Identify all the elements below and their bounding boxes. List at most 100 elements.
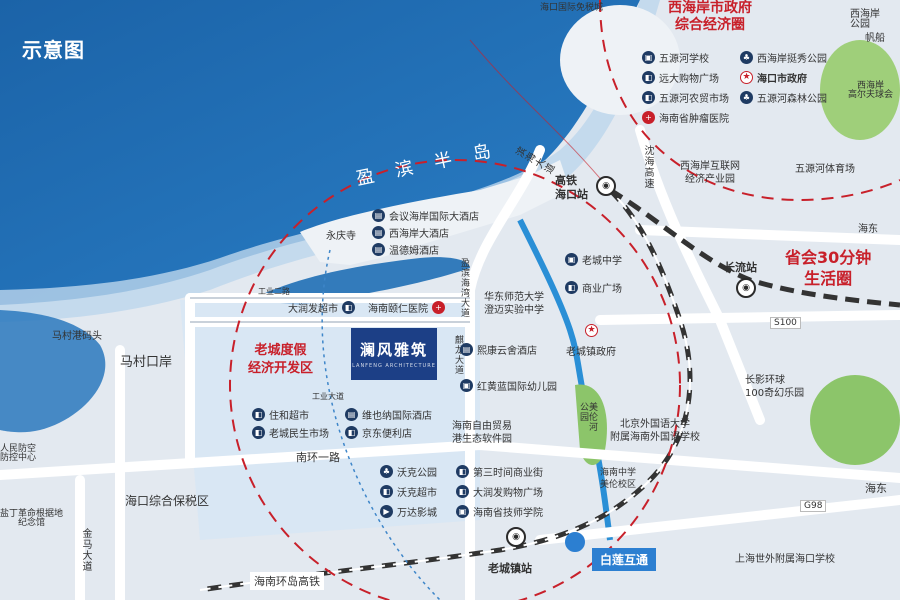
poi-wuyuan-forest[interactable]: ♣五源河森林公园 [740,90,827,105]
poi-peninsula-hotel-2[interactable]: ▤西海岸大酒店 [372,225,449,240]
park-icon: ♣ [380,465,393,478]
market-icon: ◧ [252,426,265,439]
poi-rybb-kindergarten[interactable]: ▣红黄蓝国际幼儿园 [460,378,557,393]
changliu-station-label: 长流站 [724,261,757,274]
shenhai-road-label: 沈海高速 [642,145,653,189]
poi-wuyuan-market[interactable]: ◧五源河农贸市场 [642,90,729,105]
laocheng-gov-label: 老城镇政府 [566,347,616,358]
macun-port-label: 马村口岸 [120,355,173,370]
shopping-icon: ◧ [565,281,578,294]
green-park-e [810,375,900,465]
map-title: 示意图 [22,38,85,62]
hotel-icon: ▤ [372,226,385,239]
poi-yuanda[interactable]: ◧远大购物广场 [642,70,719,85]
laocheng-station-label: 老城镇站 [488,562,532,575]
poi-woke-supermarket[interactable]: ◧沃克超市 [380,484,437,499]
macun-wharf-label: 马村港码头 [52,331,102,342]
laocheng-station-icon[interactable]: ◉ [506,527,526,547]
school-icon: ▣ [456,505,469,518]
project-marker[interactable]: 澜风雅筑 LANFENG ARCHITECTURE [351,328,437,380]
shopping-icon: ◧ [456,485,469,498]
haidong-top-label: 海东 [858,224,878,235]
poi-laocheng-middle[interactable]: ▣老城中学 [565,252,622,267]
xihai-gov-label: 西海岸市政府 综合经济圈 [668,0,752,33]
hotel-icon: ▤ [345,408,358,421]
hotel-icon: ▤ [372,209,385,222]
wuyuan-stadium-label: 五源河体育场 [795,164,855,175]
hk-hsr-station-icon[interactable]: ◉ [596,176,616,196]
civil-defense-label: 人民防空 防控中心 [0,444,37,463]
poi-ecnu-school[interactable]: 华东师范大学 澄迈实验中学 [484,292,544,316]
changliu-station-icon[interactable]: ◉ [736,278,756,298]
shopping-icon: ◧ [380,485,393,498]
gov-star-icon: ★ [585,324,598,337]
poi-laocheng-gov[interactable]: ★ [585,324,598,337]
shiwai-school-label: 上海世外附属海口学校 [735,554,835,565]
poi-jd-store[interactable]: ◧京东便利店 [345,425,412,440]
g98-label: G98 [800,500,827,512]
meilun-park-label: 美伦河 公园 [578,402,597,432]
shopping-icon: ◧ [342,301,355,314]
poi-wanda-cinema[interactable]: ▶万达影城 [380,504,437,519]
poi-haikou-gov[interactable]: ★海口市政府 [740,70,807,85]
gov-star-icon: ★ [740,71,753,84]
poi-xikang-hotel[interactable]: ▤熙康云舍酒店 [460,342,537,357]
bailian-interchange-label: 白莲互通 [592,548,657,571]
poi-peninsula-hotel-1[interactable]: ▤会议海岸国际大酒店 [372,208,479,223]
poi-zhuhe-market[interactable]: ◧住和超市 [252,407,309,422]
poi-xihai-park[interactable]: ♣西海岸挺秀公园 [740,50,827,65]
school-icon: ▣ [565,253,578,266]
poi-commercial-plaza[interactable]: ◧商业广场 [565,280,622,295]
poi-wuyuan-school[interactable]: ▣五源河学校 [642,50,709,65]
old-city-zone-label: 老城度假 经济开发区 [248,343,314,376]
river [517,218,613,541]
green-park-ne [820,40,900,140]
saltpond-label: 盐丁革命根据地 纪念馆 [0,509,64,528]
hk-hsr-station-label: 高铁 海口站 [555,174,588,202]
qilong-road-label: 麒龙大道 [453,335,463,375]
cinema-icon: ▶ [380,505,393,518]
bonded-zone-label: 海口综合保税区 [125,494,210,508]
fanbo-label: 帆船 [865,33,885,44]
poi-tumor-hospital[interactable]: +海南省肿瘤医院 [642,110,729,125]
life-circle-label: 省会30分钟 生活圈 [785,248,872,288]
yongqing-label: 永庆寺 [326,231,356,242]
poi-yiren-hospital[interactable]: 海南颐仁医院+ [368,300,445,315]
project-subtitle: LANFENG ARCHITECTURE [352,363,436,369]
poi-third-time-street[interactable]: ◧第三时间商业街 [456,464,543,479]
changying-label: 长影环球 100奇幻乐园 [745,375,805,399]
park-icon: ♣ [740,51,753,64]
hsr-label: 海南环岛高铁 [250,572,324,590]
shopping-icon: ◧ [456,465,469,478]
shopping-icon: ◧ [345,426,358,439]
nanhuan-road-label: 南环一路 [296,451,340,464]
poi-rt-mall[interactable]: ◧大润发购物广场 [456,484,543,499]
poi-peninsula-hotel-3[interactable]: ▤温德姆酒店 [372,242,439,257]
duty-free-label: 海口国际免税城 [540,3,604,13]
bfsu-school-label: 北京外国语大学 附属海南外国语学校 [610,419,700,443]
poi-technician-college[interactable]: ▣海南省技师学院 [456,504,543,519]
park-icon: ♣ [740,91,753,104]
sea-area [0,0,640,305]
poi-woke-park[interactable]: ♣沃克公园 [380,464,437,479]
xihai-internet-label: 西海岸互联网 经济产业园 [680,161,740,185]
hospital-icon: + [642,111,655,124]
haidong-bottom-label: 海东 [865,482,887,495]
shopping-icon: ◧ [642,71,655,84]
market-icon: ◧ [642,91,655,104]
poi-software-park[interactable]: 海南自由贸易 港生态软件园 [452,421,512,445]
road2-label: 工业二路 [258,287,290,296]
school-icon: ▣ [460,379,473,392]
school-icon: ▣ [642,51,655,64]
shopping-icon: ◧ [252,408,265,421]
bailian-interchange-icon[interactable] [565,532,585,552]
jinma-road-label: 金马大道 [80,528,91,572]
poi-vienna-hotel[interactable]: ▤维也纳国际酒店 [345,407,432,422]
haizhong-label: 海南中学 美伦校区 [600,468,637,490]
poi-laocheng-market[interactable]: ◧老城民生市场 [252,425,329,440]
hotel-icon: ▤ [372,243,385,256]
poi-rt-mart[interactable]: 大润发超市◧ [288,300,355,315]
project-name: 澜风雅筑 [359,341,428,359]
xihai-park-label: 西海岸 公园 [850,9,880,30]
